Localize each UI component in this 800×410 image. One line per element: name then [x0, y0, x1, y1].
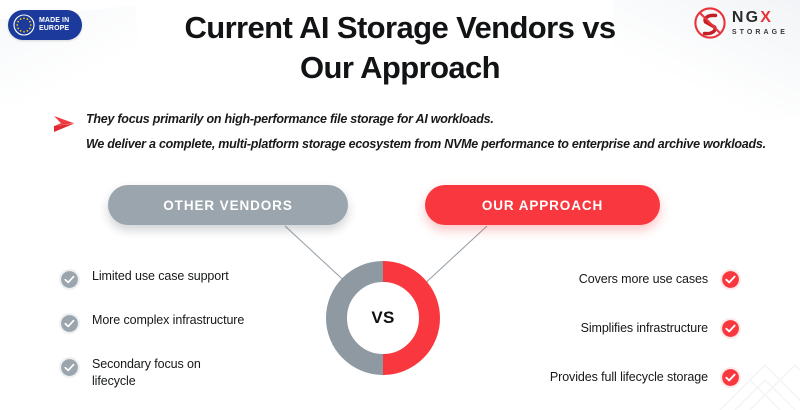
list-item-label: More complex infrastructure — [92, 313, 245, 327]
red-arrow-icon — [54, 116, 74, 132]
badge-text-block: MADE IN EUROPE — [39, 17, 69, 34]
ngx-logo-mark-icon — [694, 7, 726, 39]
donut-segment-gray-top — [326, 261, 384, 319]
check-circle-red-icon — [720, 367, 741, 388]
other-vendors-list: Limited use case support More complex in… — [58, 268, 313, 390]
list-item: Provides full lifecycle storage — [550, 366, 742, 389]
subtitle-line-1: They focus primarily on high-performance… — [86, 112, 494, 126]
badge-line-1: MADE IN — [39, 16, 70, 24]
subtitle-block: They focus primarily on high-performance… — [52, 112, 766, 151]
check-circle-gray-icon — [59, 313, 80, 334]
subtitle-line-2: We deliver a complete, multi-platform st… — [86, 137, 766, 151]
other-vendors-pill-label: OTHER VENDORS — [163, 197, 293, 213]
check-circle-gray-icon — [59, 269, 80, 290]
eu-stars-icon — [13, 14, 35, 36]
ngx-storage-logo: NGX STORAGE — [693, 6, 788, 40]
donut-segment-gray-bottom — [326, 317, 384, 375]
made-in-europe-badge: MADE IN EUROPE — [8, 10, 82, 40]
check-circle-red-icon — [720, 269, 741, 290]
list-item-label: Covers more use cases — [578, 272, 708, 286]
check-circle-gray-icon — [59, 357, 80, 378]
list-item-label: Limited use case support — [92, 269, 229, 283]
subtitle-lines: They focus primarily on high-performance… — [86, 112, 766, 151]
donut-segment-red-bottom — [382, 317, 440, 375]
list-item: Secondary focus on lifecycle — [58, 356, 313, 390]
list-item: Covers more use cases — [579, 268, 742, 291]
check-circle-red-icon — [720, 318, 741, 339]
logo-ngx-accent: X — [760, 9, 774, 26]
page-title: Current AI Storage Vendors vs Our Approa… — [0, 8, 800, 88]
our-approach-pill-label: OUR APPROACH — [481, 197, 604, 213]
badge-line-2: EUROPE — [39, 25, 70, 32]
logo-wordmark: NGX STORAGE — [731, 10, 788, 37]
page-title-line-2: Our Approach — [299, 50, 501, 85]
list-item: Simplifies infrastructure — [581, 317, 742, 340]
other-vendors-pill[interactable]: OTHER VENDORS — [108, 185, 348, 225]
vs-donut-chart — [326, 261, 440, 375]
donut-segment-red-top — [382, 261, 440, 319]
list-item-label: Secondary focus on lifecycle — [92, 357, 201, 388]
list-item-label: Simplifies infrastructure — [580, 321, 709, 335]
our-approach-list: Covers more use cases Simplifies infrast… — [487, 268, 742, 389]
list-item-label: Provides full lifecycle storage — [549, 370, 708, 384]
logo-storage-tagline: STORAGE — [731, 29, 788, 36]
page-title-line-1: Current AI Storage Vendors vs — [184, 10, 616, 45]
logo-ngx-prefix: NG — [731, 9, 761, 26]
list-item: Limited use case support — [58, 268, 313, 291]
logo-ngx-text: NGX — [732, 10, 788, 26]
our-approach-pill[interactable]: OUR APPROACH — [425, 185, 660, 225]
list-item: More complex infrastructure — [58, 312, 313, 335]
